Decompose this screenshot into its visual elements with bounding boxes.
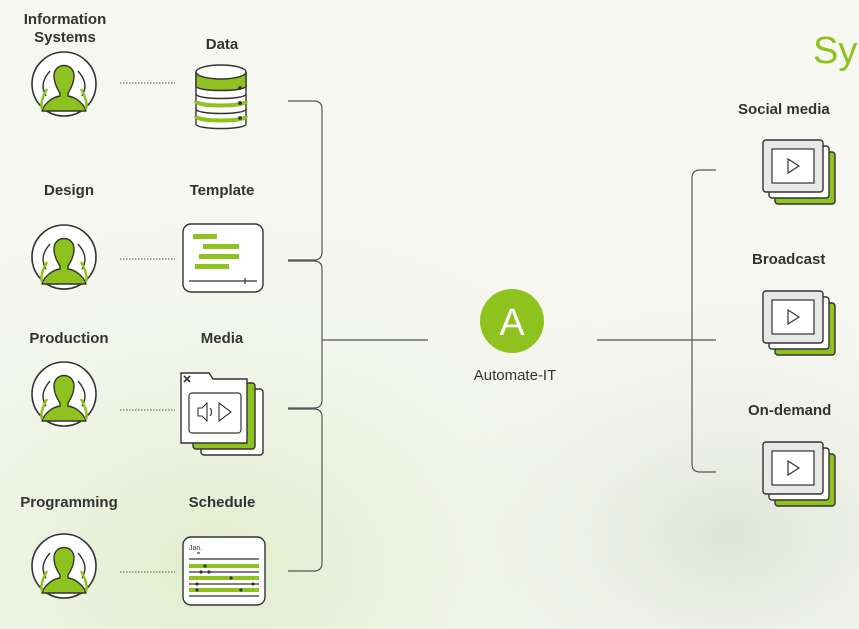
video-player-icon — [762, 290, 836, 356]
input-connector-lines — [288, 100, 428, 572]
role-label-programming: Programming — [20, 494, 118, 511]
role-label-line-2: Systems — [34, 29, 96, 46]
output-connector-lines — [597, 169, 716, 473]
role-label-design: Design — [43, 182, 94, 199]
person-icon — [30, 532, 98, 600]
person-icon — [30, 360, 98, 428]
video-player-icon — [762, 139, 836, 205]
schedule-month-text: Jan. — [189, 545, 202, 552]
hub-label: Automate-IT — [473, 367, 557, 384]
schedule-icon: Jan. — [182, 536, 266, 606]
output-label-on-demand: On-demand — [748, 402, 832, 419]
hub-logo-letter: A — [499, 302, 525, 344]
brand-title-fragment: Sy — [813, 30, 858, 72]
asset-label-schedule: Schedule — [188, 494, 256, 511]
role-label-information-systems: Information Systems — [0, 11, 130, 47]
template-icon — [182, 223, 264, 293]
role-label-line-1: Information — [23, 11, 107, 28]
dotted-connectors — [120, 82, 175, 573]
role-label-production: Production — [29, 330, 109, 347]
video-player-icon — [762, 441, 836, 507]
person-icon — [30, 50, 98, 118]
asset-label-media: Media — [200, 330, 244, 347]
automate-it-logo: A — [480, 289, 544, 353]
person-icon — [30, 223, 98, 291]
database-icon — [194, 64, 248, 130]
output-label-broadcast: Broadcast — [752, 251, 826, 268]
asset-label-template: Template — [189, 182, 255, 199]
asset-label-data: Data — [205, 36, 239, 53]
output-label-social-media: Social media — [738, 101, 830, 118]
media-folder-icon — [180, 372, 264, 456]
